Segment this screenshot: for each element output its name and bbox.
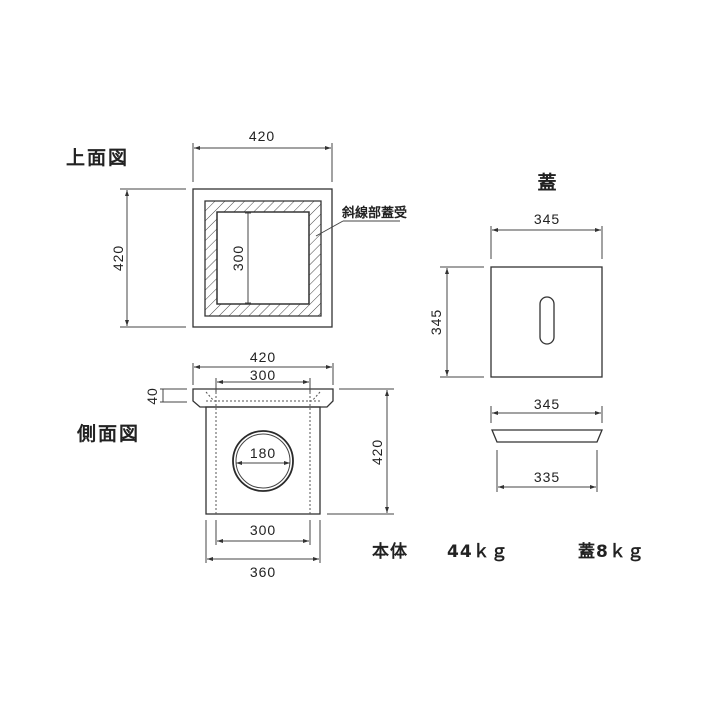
top-view-height-dim: 420 <box>110 245 126 271</box>
lid-top-outline <box>490 266 603 378</box>
lid-side-bottom-dim: 335 <box>534 469 560 485</box>
lid-width-dim: 345 <box>534 211 560 227</box>
side-inner-bottom-dim: 300 <box>250 522 276 538</box>
side-bottom-width-dim: 360 <box>250 564 276 580</box>
top-view-outline <box>192 188 333 328</box>
weights: 本体 44ｋｇ 蓋8ｋｇ <box>372 541 645 562</box>
top-view: 上面図 420 420 300 斜線部蓋受 <box>66 128 407 328</box>
pipe-hole <box>232 430 294 492</box>
top-view-title: 上面図 <box>66 147 129 169</box>
lid-seat-hatch <box>204 200 322 317</box>
side-flange <box>192 388 334 408</box>
side-view: 側面図 180 420 300 40 <box>76 349 394 580</box>
lid-handle-slot <box>539 296 555 345</box>
hatch-note: 斜線部蓋受 <box>341 205 407 221</box>
side-top-width-dim: 420 <box>250 349 276 365</box>
lid-height-dim: 345 <box>428 309 444 335</box>
lid-side-top-dim: 345 <box>534 396 560 412</box>
lid-side-profile <box>491 429 603 443</box>
side-view-title: 側面図 <box>76 423 140 445</box>
lid-view: 蓋 345 345 345 335 <box>428 171 603 492</box>
top-view-width-dim: 420 <box>249 128 275 144</box>
side-inner-top-dim: 300 <box>250 367 276 383</box>
side-body <box>205 406 321 515</box>
body-weight-value: 44ｋｇ <box>447 542 509 562</box>
body-weight-label: 本体 <box>372 541 408 562</box>
side-height-dim: 420 <box>369 439 385 465</box>
flange-height-dim: 40 <box>144 387 160 405</box>
pipe-dim: 180 <box>250 445 276 461</box>
lid-title: 蓋 <box>537 171 558 194</box>
lid-weight-value: 蓋8ｋｇ <box>578 542 645 562</box>
top-view-opening <box>216 211 310 305</box>
top-view-inner-dim: 300 <box>230 245 246 271</box>
